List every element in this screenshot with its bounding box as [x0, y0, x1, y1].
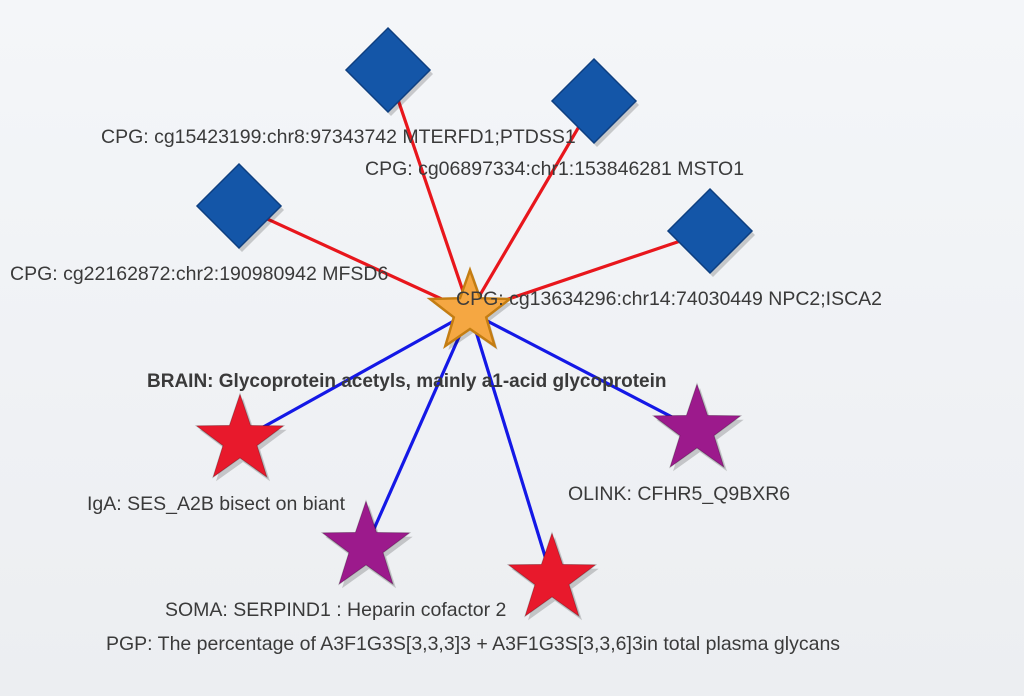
center-node-label: BRAIN: Glycoprotein acetyls, mainly a1-a… [147, 371, 666, 392]
nodes-layer [194, 26, 755, 621]
node-label-olink: OLINK: CFHR5_Q9BXR6 [568, 483, 790, 505]
edge-iga [239, 310, 471, 442]
center-star[interactable] [426, 266, 514, 350]
node-label-pgp: PGP: The percentage of A3F1G3S[3,3,3]3 +… [106, 633, 840, 655]
node-label-cpg3: CPG: cg22162872:chr2:190980942 MFSD6 [10, 263, 388, 285]
labels-layer: CPG: cg15423199:chr8:97343742 MTERFD1;PT… [10, 126, 882, 655]
node-cpg4[interactable] [666, 187, 754, 275]
node-label-soma: SOMA: SERPIND1 : Heparin cofactor 2 [165, 599, 506, 621]
node-cpg2[interactable] [550, 57, 638, 145]
edge-cpg3 [238, 204, 471, 314]
node-label-cpg2: CPG: cg06897334:chr1:153846281 MSTO1 [365, 158, 744, 180]
edge-cpg1 [386, 69, 472, 313]
node-olink[interactable] [651, 382, 743, 469]
node-pgp[interactable] [506, 531, 598, 618]
center-node[interactable] [426, 266, 514, 350]
node-cpg3[interactable] [195, 162, 283, 250]
node-iga[interactable] [194, 392, 286, 479]
edge-pgp [468, 311, 554, 580]
edge-soma [364, 311, 472, 548]
edge-cpg2 [468, 100, 596, 313]
node-label-iga: IgA: SES_A2B bisect on biant [87, 493, 346, 515]
node-cpg1[interactable] [344, 26, 432, 114]
edge-olink [469, 310, 698, 432]
node-label-cpg1: CPG: cg15423199:chr8:97343742 MTERFD1;PT… [101, 126, 576, 148]
node-soma[interactable] [320, 499, 412, 586]
node-label-cpg4: CPG: cg13634296:chr14:74030449 NPC2;ISCA… [456, 288, 882, 310]
